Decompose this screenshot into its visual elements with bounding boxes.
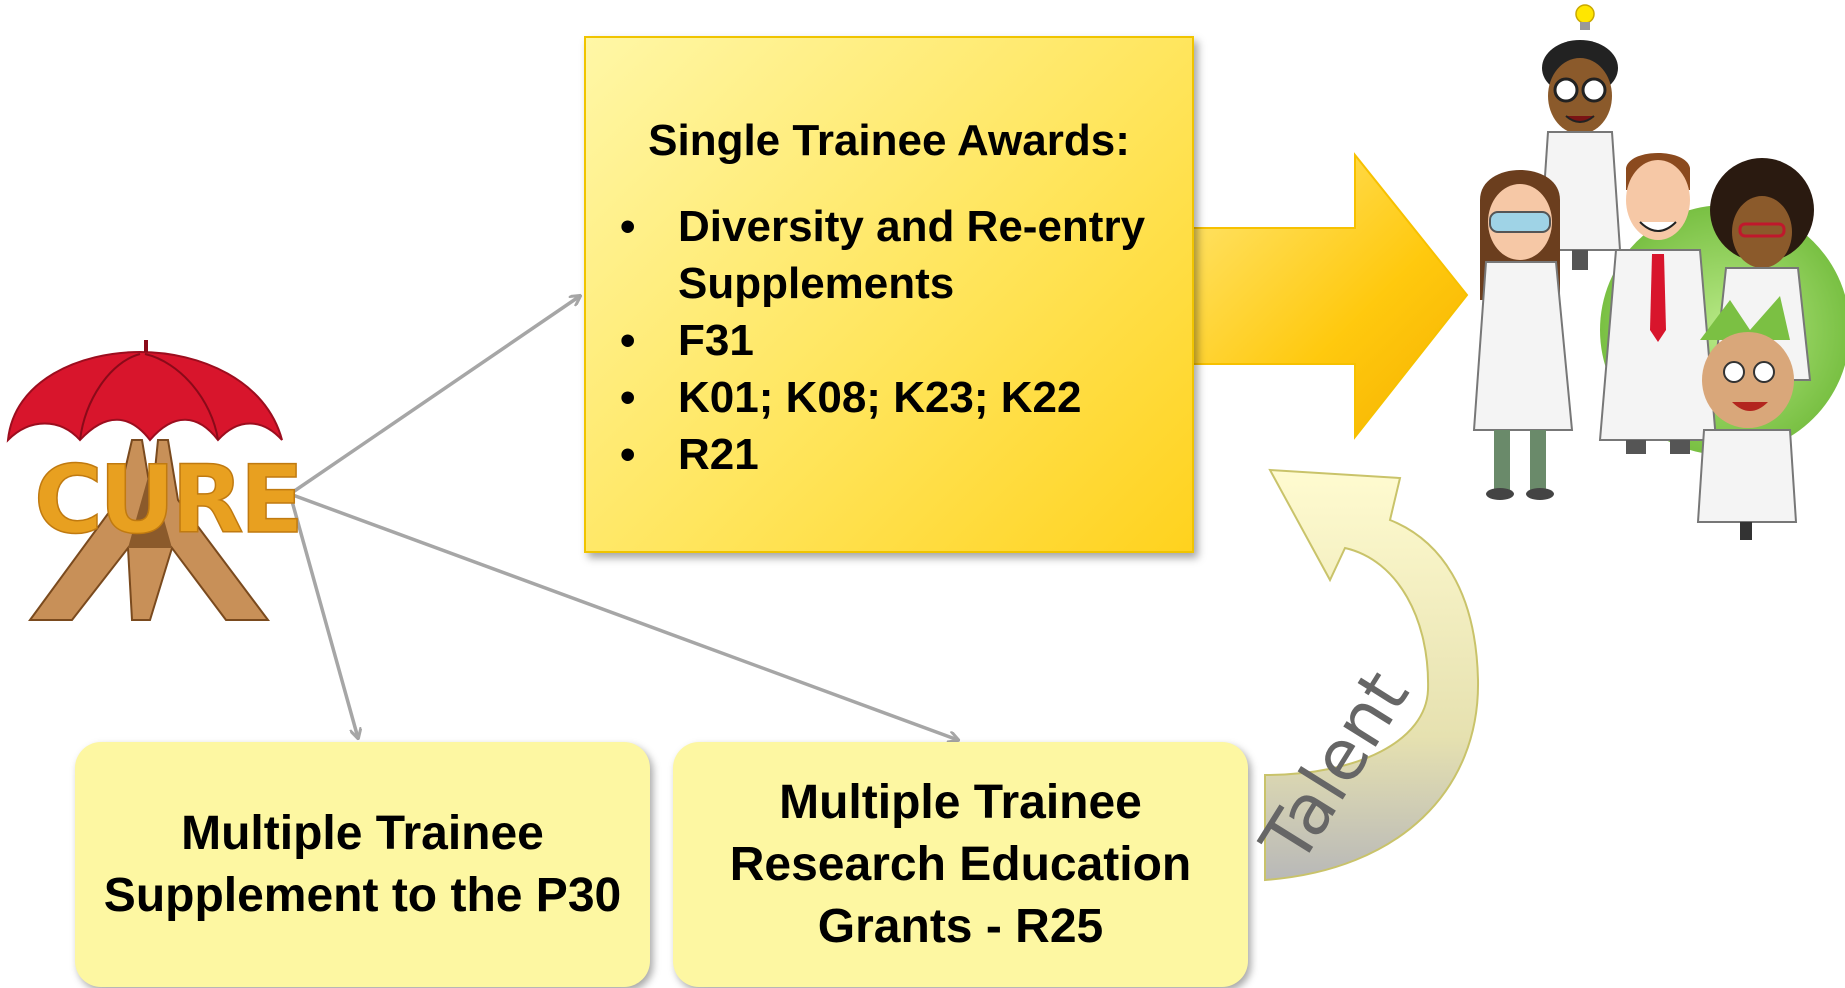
multiple-trainee-p30-box: Multiple Trainee Supplement to the P30 — [75, 742, 650, 987]
big-right-arrow — [1179, 152, 1469, 440]
list-item: • Diversity and Re-entry Supplements — [606, 198, 1178, 312]
list-item: • R21 — [606, 426, 1178, 483]
single-trainee-awards-box: Single Trainee Awards: • Diversity and R… — [584, 36, 1194, 553]
connector-to-r25 — [289, 492, 958, 740]
multiple-trainee-p30-text: Multiple Trainee Supplement to the P30 — [103, 806, 622, 922]
cure-logo: CURE — [6, 340, 305, 621]
single-trainee-title: Single Trainee Awards: — [648, 116, 1130, 165]
lightbulb-icon — [1575, 4, 1595, 30]
talent-curved-arrow: Talent — [1244, 468, 1480, 882]
list-item-text: R21 — [678, 430, 759, 479]
single-trainee-list: • Diversity and Re-entry Supplements • F… — [606, 198, 1178, 483]
bullet: • — [620, 430, 636, 479]
scientists-illustration — [1472, 4, 1845, 540]
connector-to-single-trainee — [289, 296, 580, 496]
list-item: • F31 — [606, 312, 1178, 369]
bullet: • — [620, 202, 636, 251]
multiple-trainee-r25-text: Multiple Trainee Research Education Gran… — [729, 775, 1192, 953]
scientist-man-center — [1598, 153, 1718, 454]
logo-text: CURE — [34, 446, 300, 555]
bullet: • — [620, 316, 636, 365]
umbrella-canopy — [6, 350, 283, 443]
list-item-text: Diversity and Re-entry Supplements — [678, 202, 1146, 308]
list-item-text: F31 — [678, 316, 754, 365]
multiple-trainee-r25-box: Multiple Trainee Research Education Gran… — [673, 742, 1248, 987]
bullet: • — [620, 373, 636, 422]
connector-to-p30 — [288, 493, 358, 738]
scientist-woman-left — [1472, 170, 1574, 500]
list-item-text: K01; K08; K23; K22 — [678, 373, 1082, 422]
list-item: • K01; K08; K23; K22 — [606, 369, 1178, 426]
scientist-green-hair — [1696, 296, 1798, 540]
